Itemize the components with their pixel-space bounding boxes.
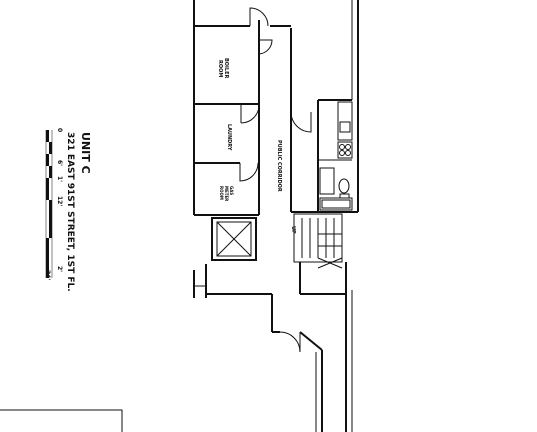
svg-text:PUBLIC CORRIDOR: PUBLIC CORRIDOR: [276, 140, 282, 192]
door-swing-meter: [239, 162, 259, 182]
bathroom-fixtures: [319, 167, 353, 211]
stair: [293, 213, 343, 269]
lower-walls: [193, 262, 353, 432]
unit-title: UNIT C: [79, 132, 92, 174]
door-swing-boiler: [258, 39, 273, 55]
kitchen-fixtures: [318, 101, 353, 161]
public-corridor-label: PUBLIC CORRIDOR: [276, 140, 282, 192]
walls: [193, 0, 359, 216]
title-block: UNIT C 321 EAST 91ST STREET, 1ST FL.: [65, 132, 92, 292]
svg-text:12': 12': [56, 196, 63, 206]
svg-text:ROOM: ROOM: [219, 186, 224, 200]
address-title: 321 EAST 91ST STREET, 1ST FL.: [65, 132, 75, 292]
scale-tick-1: 1': [56, 176, 63, 182]
svg-text:METER: METER: [224, 186, 229, 201]
door-swing-laundry: [240, 104, 260, 124]
svg-text:24': 24': [44, 270, 51, 280]
stair-up-label: UP: [290, 226, 296, 234]
svg-text:UP: UP: [290, 226, 296, 234]
svg-text:6': 6': [56, 160, 63, 166]
laundry-label: LAUNDRY: [226, 124, 232, 151]
sheet-border: [0, 409, 123, 432]
scale-tick-24: 24': [44, 270, 51, 280]
elevator-shaft: [211, 217, 257, 261]
scale-tick-2: 2': [56, 266, 63, 272]
scale-tick-6: 6': [56, 160, 63, 166]
door-swing-entry: [279, 331, 301, 353]
svg-text:LAUNDRY: LAUNDRY: [226, 124, 232, 151]
svg-text:0: 0: [56, 128, 63, 132]
gas-meter-room-label: GAS METER ROOM: [219, 186, 234, 201]
svg-text:BOILER: BOILER: [223, 58, 229, 79]
svg-text:ROOM: ROOM: [217, 60, 223, 77]
svg-text:2': 2': [56, 266, 63, 272]
scale-bar: 0 6' 1' 12' 2' 24': [44, 128, 63, 280]
door-swing-corridor: [290, 111, 312, 133]
svg-text:GAS: GAS: [229, 186, 234, 195]
scale-tick-12: 12': [56, 196, 63, 206]
door-swing-top: [249, 7, 269, 27]
svg-text:1': 1': [56, 176, 63, 182]
boiler-room-label: BOILER ROOM: [217, 58, 229, 79]
scale-tick-0: 0: [56, 128, 63, 132]
